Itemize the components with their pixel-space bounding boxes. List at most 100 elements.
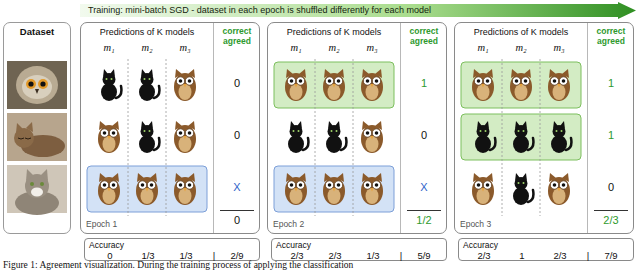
cat-photo-eyes [18, 138, 31, 139]
row-header: Accuracy [463, 240, 523, 250]
owl-photo-eye [26, 79, 36, 89]
cat-prediction [139, 121, 159, 153]
owl-prediction [98, 121, 120, 153]
separator-bar: | [397, 250, 405, 261]
panel-title: Predictions of K models [268, 27, 400, 37]
cat-prediction [513, 121, 533, 153]
accuracy-cell: 1/3 [132, 250, 164, 261]
owl-photo-pupil [40, 81, 45, 86]
accuracy-cell: 2/3 [319, 250, 351, 261]
panel-title: Predictions of K models [455, 27, 587, 37]
column-divider [315, 59, 316, 216]
panel-title: Predictions of K models [81, 27, 213, 37]
banner-text: Training: mini-batch SGD - dataset in ea… [88, 5, 608, 16]
sum-rule [407, 210, 441, 211]
epoch-panel: Epoch 1 Predictions of K models m₁ m₂ m₃ corr… [80, 22, 260, 234]
accuracy-cell: 1 [506, 250, 538, 261]
agreed-correct-band [461, 114, 581, 160]
owl-photo-beak [35, 89, 39, 94]
owl-prediction [361, 121, 383, 153]
column-label: m₂ [506, 42, 536, 54]
owl-prediction [174, 173, 196, 205]
column-label: m₂ [132, 42, 162, 54]
value-cell: 1 [588, 77, 634, 90]
correct-agreed-column: correct agreed00X0 [213, 23, 259, 233]
owl-prediction [548, 173, 570, 205]
owl-prediction [136, 173, 158, 205]
column-header: correct agreed [215, 26, 259, 46]
accuracy-total: 5/9 [408, 250, 440, 261]
cat-prediction [101, 69, 121, 101]
cat-prediction [139, 69, 159, 101]
owl-photo [7, 61, 67, 109]
column-header: correct agreed [589, 26, 633, 46]
owl-prediction [98, 173, 120, 205]
value-cell: X [214, 181, 260, 194]
arrow-body [80, 2, 636, 19]
column-divider [128, 59, 129, 216]
agreed-correct-band [274, 62, 394, 108]
dataset-panel: Dataset [3, 22, 71, 234]
value-cell: 1 [401, 77, 447, 90]
accuracy-cell: 2/3 [468, 250, 500, 261]
value-cell: 0 [214, 77, 260, 90]
value-cell: 0 [214, 129, 260, 142]
column-label: m₃ [357, 42, 387, 54]
owl-prediction [323, 69, 345, 101]
epoch-panel: Epoch 2Predictions of K modelsm₁m₂m₃corr… [267, 22, 447, 234]
cat-prediction [551, 121, 571, 153]
column-label: m₁ [281, 42, 311, 54]
column-divider [540, 59, 541, 216]
figure-caption: Figure 1: Agreement visualization. Durin… [3, 260, 637, 270]
accuracy-cell: 1/3 [170, 250, 202, 261]
accuracy-total: 7/9 [595, 250, 627, 261]
owl-photo-face [22, 75, 52, 99]
cat-photo-ear [40, 169, 48, 181]
cat-photo [7, 113, 67, 161]
owl-prediction [548, 69, 570, 101]
cat-photo-ear [26, 169, 34, 181]
sum-rule [594, 210, 628, 211]
predictions-box: Predictions of K models m₁ m₂ m₃ [268, 23, 400, 233]
value-cell: 0 [401, 129, 447, 142]
owl-prediction [174, 69, 196, 101]
cat-photo-eye [30, 182, 34, 186]
column-divider [166, 59, 167, 216]
predictions-box: Predictions of K models m₁ m₂ m₃ [81, 23, 213, 233]
agreed-wrong-band [274, 166, 394, 212]
column-label: m₃ [170, 42, 200, 54]
owl-prediction [472, 69, 494, 101]
predictions-box: Predictions of K modelsm₁m₂m₃ [455, 23, 587, 233]
cat-prediction [513, 173, 533, 205]
row-header: Accuracy [89, 240, 149, 250]
column-label: m₁ [94, 42, 124, 54]
separator-bar: | [210, 250, 218, 261]
panel-title: Dataset [4, 27, 70, 38]
value-cell: 2/3 [588, 214, 634, 227]
sum-rule [220, 210, 254, 211]
training-arrow: Training: mini-batch SGD - dataset in ea… [80, 2, 636, 19]
epoch-label: Epoch 2 [273, 220, 333, 230]
separator-bar: | [584, 250, 592, 261]
owl-photo-pupil [28, 81, 33, 86]
owl-prediction [285, 69, 307, 101]
accuracy-box: Accuracy2/312/3|7/9 [458, 238, 634, 261]
cat-photo-muzzle [31, 188, 43, 197]
column-label: m₃ [544, 42, 574, 54]
correct-agreed-column: correct agreed1102/3 [587, 23, 633, 233]
owl-prediction [361, 173, 383, 205]
column-label: m₂ [319, 42, 349, 54]
owl-prediction [285, 173, 307, 205]
value-cell: 1/2 [401, 214, 447, 227]
owl-prediction [174, 121, 196, 153]
agreed-wrong-band [87, 166, 207, 212]
value-cell: 1 [588, 129, 634, 142]
epoch-label: Epoch 1 [86, 220, 146, 230]
value-cell: 0 [214, 214, 260, 227]
accuracy-cell: 2/3 [544, 250, 576, 261]
epoch-label: Epoch 3 [460, 220, 520, 230]
cat-photo-ear [16, 123, 23, 133]
correct-agreed-column: correct agreed10X1/2 [400, 23, 446, 233]
cat-prediction [288, 121, 308, 153]
